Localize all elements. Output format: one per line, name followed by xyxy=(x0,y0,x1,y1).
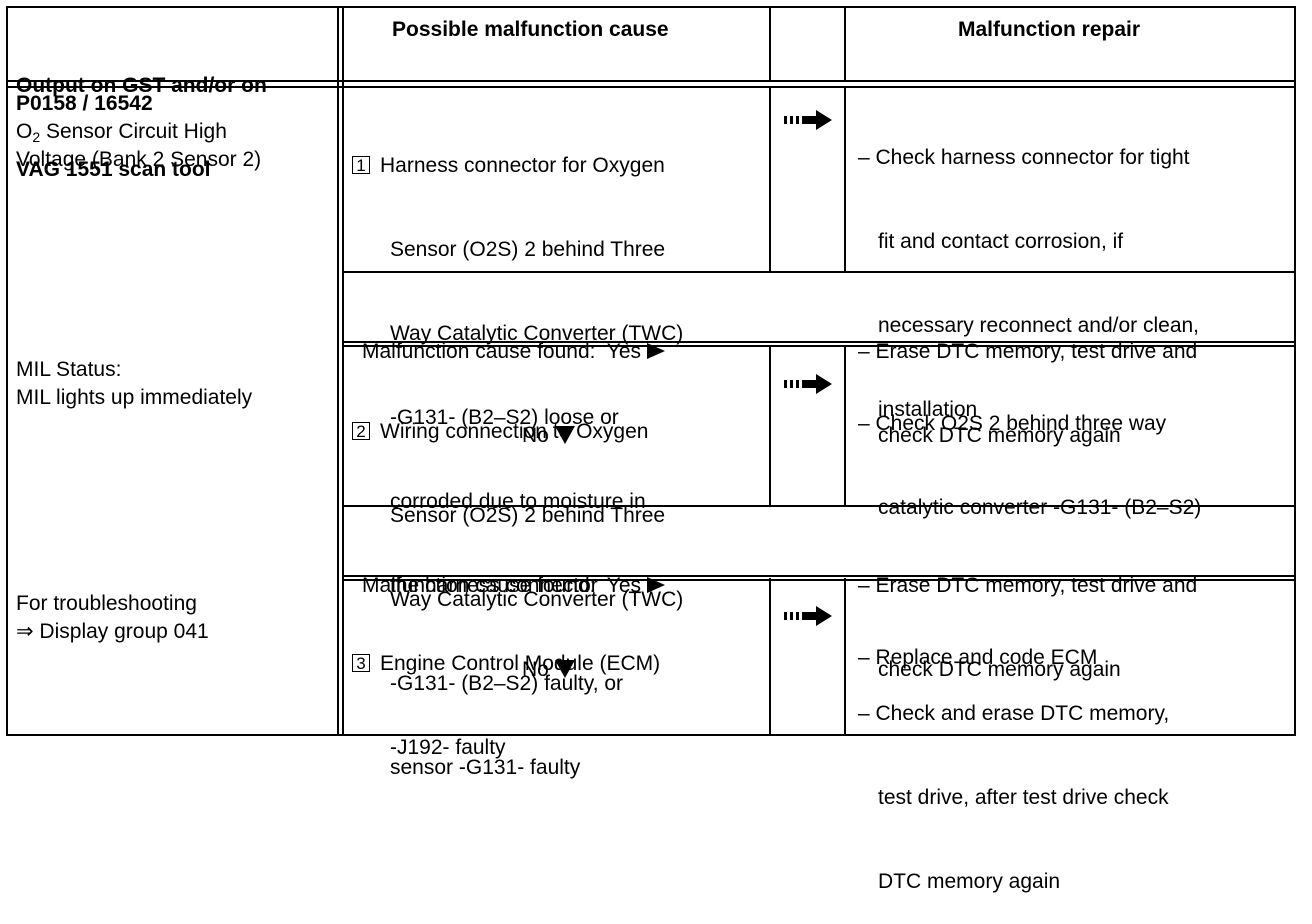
repair-line: installation xyxy=(878,398,978,421)
cause-line: -J192- faulty xyxy=(390,736,506,759)
cause-line: Sensor (O2S) 2 behind Three xyxy=(390,238,666,261)
column-divider xyxy=(769,345,771,506)
troubleshooting-label: For troubleshooting xyxy=(16,592,197,615)
right-arrow-icon xyxy=(784,606,832,626)
erase-line: check DTC memory again xyxy=(878,424,1121,447)
column-divider xyxy=(844,345,846,506)
cause-line: corroded due to moisture in xyxy=(390,490,646,513)
row-divider xyxy=(342,341,1296,343)
down-triangle-icon xyxy=(554,426,575,444)
column-divider xyxy=(337,6,339,736)
column-divider xyxy=(844,578,846,736)
malfunction-table xyxy=(6,6,1296,736)
troubleshooting-link: ⇒ Display group 041 xyxy=(16,620,209,643)
cause-line: -G131- (B2–S2) loose or xyxy=(390,406,619,429)
dtc-description-line2: Voltage (Bank 2 Sensor 2) xyxy=(16,148,262,171)
repair-line: – Check O2S 2 behind three way xyxy=(858,412,1167,435)
right-arrow-icon xyxy=(784,110,832,130)
repair-line: – Check and erase DTC memory, xyxy=(858,702,1170,725)
dtc-code: P0158 / 16542 xyxy=(16,92,153,115)
repair-line: – Replace and code ECM xyxy=(858,646,1098,669)
found-repair: – Erase DTC memory, test drive and check… xyxy=(858,516,1197,712)
column-divider xyxy=(844,6,846,82)
header-repair: Malfunction repair xyxy=(958,18,1141,41)
row-divider xyxy=(342,345,1296,347)
desc-o: O xyxy=(16,120,33,143)
column-divider xyxy=(769,88,771,272)
cause-line: Way Catalytic Converter (TWC) xyxy=(390,322,684,345)
erase-line: check DTC memory again xyxy=(878,658,1121,681)
repair-item: – Check harness connector for tight fit … xyxy=(858,88,1199,452)
cause-item: 1 Harness connector for Oxygen Sensor (O2… xyxy=(352,96,683,628)
found-no-label: No xyxy=(522,658,549,681)
repair-line: necessary reconnect and/or clean, xyxy=(878,314,1200,337)
erase-line: – Erase DTC memory, test drive and xyxy=(858,574,1198,597)
desc-rest: Sensor Circuit High xyxy=(40,120,227,143)
column-divider xyxy=(769,578,771,736)
cause-line: -G131- (B2–S2) faulty, or xyxy=(390,672,624,695)
repair-line: DTC memory again xyxy=(878,870,1061,893)
column-divider xyxy=(342,6,344,736)
repair-line: fit and contact corrosion, if xyxy=(878,230,1124,253)
right-arrow-icon xyxy=(784,374,832,394)
row-divider xyxy=(342,271,1296,273)
row-divider xyxy=(342,575,1296,577)
repair-item: – Check O2S 2 behind three way catalytic… xyxy=(858,354,1201,550)
repair-line: – Check harness connector for tight xyxy=(858,146,1190,169)
step-number: 3 xyxy=(352,654,370,672)
row-divider xyxy=(342,505,1296,507)
desc-subscript: 2 xyxy=(32,129,41,145)
cause-line: Harness connector for Oxygen xyxy=(380,154,665,177)
row-divider xyxy=(342,579,1296,581)
row-divider xyxy=(6,86,1296,88)
right-triangle-icon xyxy=(647,577,666,593)
right-triangle-icon xyxy=(647,343,666,359)
cause-line: the harness connector xyxy=(390,574,598,597)
found-repair: – Erase DTC memory, test drive and check… xyxy=(858,282,1197,478)
column-divider xyxy=(769,6,771,82)
header-output-line: VAG 1551 scan tool xyxy=(16,158,211,181)
header-output: Output on GST and/or on VAG 1551 scan to… xyxy=(16,16,267,212)
cause-line: Wiring connection to Oxygen xyxy=(380,420,649,443)
step-number: 2 xyxy=(352,422,370,440)
row-divider xyxy=(6,80,1296,82)
down-triangle-icon xyxy=(554,660,575,678)
mil-status-label: MIL Status: xyxy=(16,358,122,381)
cause-line: Sensor (O2S) 2 behind Three xyxy=(390,504,666,527)
mil-status-value: MIL lights up immediately xyxy=(16,386,253,409)
dtc-description: O2 Sensor Circuit High xyxy=(16,118,227,146)
found-row: Malfunction cause found: Yes No xyxy=(362,516,666,712)
found-yes-label: Malfunction cause found: Yes xyxy=(362,340,642,363)
repair-line: test drive, after test drive check xyxy=(878,786,1169,809)
erase-line: – Erase DTC memory, test drive and xyxy=(858,340,1198,363)
header-cause: Possible malfunction cause xyxy=(392,18,669,41)
header-output-line: Output on GST and/or on xyxy=(16,74,267,97)
found-row: Malfunction cause found: Yes No xyxy=(362,282,666,478)
found-yes-label: Malfunction cause found: Yes xyxy=(362,574,642,597)
found-no-label: No xyxy=(522,424,549,447)
repair-line: catalytic converter -G131- (B2–S2) xyxy=(878,496,1202,519)
column-divider xyxy=(844,88,846,272)
cause-line: Engine Control Module (ECM) xyxy=(380,652,661,675)
step-number: 1 xyxy=(352,156,370,174)
repair-item: – Replace and code ECM xyxy=(858,588,1097,700)
cause-line: Way Catalytic Converter (TWC) xyxy=(390,588,684,611)
